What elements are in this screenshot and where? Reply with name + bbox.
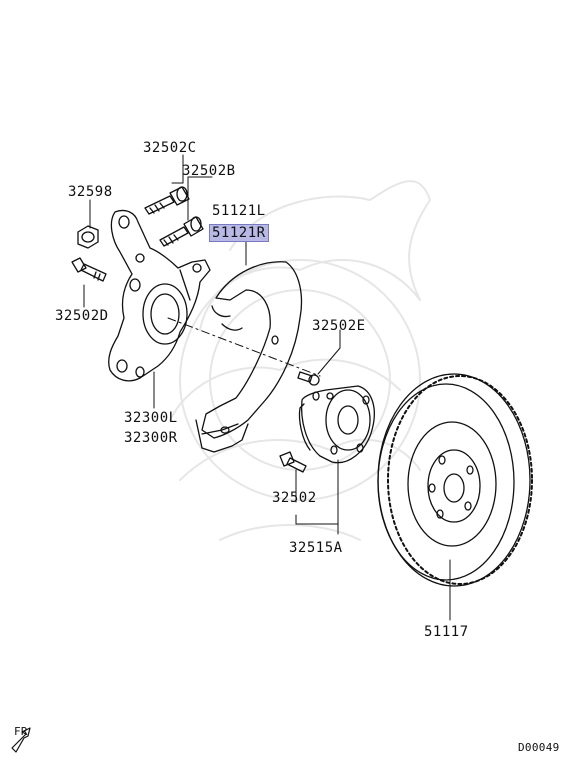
label-32598[interactable]: 32598 bbox=[68, 184, 113, 200]
hub-bearing bbox=[298, 385, 375, 464]
diagram-code: D00049 bbox=[518, 741, 560, 754]
label-51117[interactable]: 51117 bbox=[424, 624, 469, 640]
label-32502d[interactable]: 32502D bbox=[55, 308, 109, 324]
label-32502e[interactable]: 32502E bbox=[312, 318, 366, 334]
direction-label: FR bbox=[14, 725, 28, 738]
bolt-32502c bbox=[144, 186, 190, 215]
brake-disc bbox=[377, 373, 533, 587]
label-32502[interactable]: 32502 bbox=[272, 490, 317, 506]
bolt-32502b bbox=[159, 216, 204, 247]
label-32300r[interactable]: 32300R bbox=[124, 430, 178, 446]
bolt-32502e bbox=[297, 371, 320, 386]
label-51121r-highlighted[interactable]: 51121R bbox=[209, 224, 269, 242]
steering-knuckle bbox=[108, 209, 211, 382]
label-32502b[interactable]: 32502B bbox=[182, 163, 236, 179]
stud-32502 bbox=[279, 451, 307, 473]
axis-centerline bbox=[167, 317, 321, 377]
label-32515a[interactable]: 32515A bbox=[289, 540, 343, 556]
bolt-32502d bbox=[71, 257, 107, 282]
label-51121l[interactable]: 51121L bbox=[212, 203, 266, 219]
label-32502c[interactable]: 32502C bbox=[143, 140, 197, 156]
front-direction-arrow-icon bbox=[11, 727, 31, 753]
nut-32598 bbox=[77, 225, 99, 249]
dust-shield bbox=[195, 261, 303, 453]
label-32300l[interactable]: 32300L bbox=[124, 410, 178, 426]
